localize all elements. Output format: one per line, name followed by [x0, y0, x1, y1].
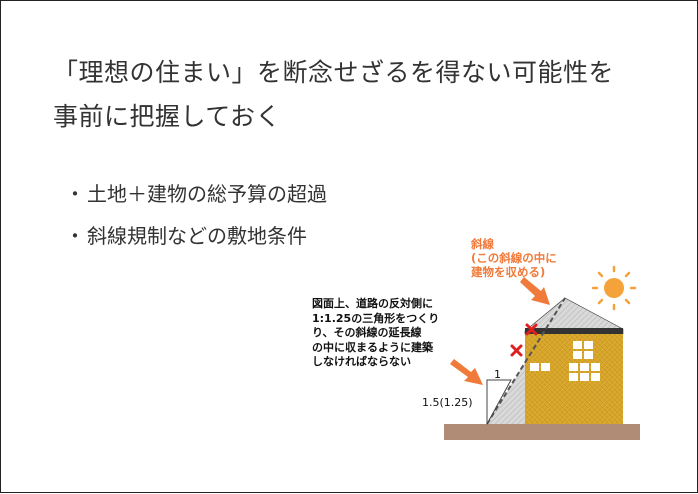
arrow-icon: [520, 277, 550, 305]
bullet-text: 斜線規制などの敷地条件: [87, 224, 307, 248]
note-line: しなければならない: [312, 355, 411, 368]
ratio-label: 1.5(1.25): [422, 396, 473, 409]
sun-icon: [591, 265, 637, 311]
ground: [444, 424, 640, 440]
oblique-label-line: (この斜線の中に: [471, 251, 557, 265]
oblique-label-line: 建物を収める): [471, 265, 546, 279]
windows: [530, 341, 600, 381]
note-line: 図面上、道路の反対側に: [312, 297, 433, 310]
bullet-item: ・斜線規制などの敷地条件: [65, 215, 327, 257]
bullet-marker: ・: [65, 224, 85, 248]
oblique-label-line: 斜線: [471, 237, 494, 251]
oblique-label: 斜線 (この斜線の中に 建物を収める): [471, 237, 557, 279]
note-line: り、その斜線の延長線: [312, 326, 422, 339]
bullet-list: ・土地＋建物の総予算の超過 ・斜線規制などの敷地条件: [65, 173, 327, 257]
arrow-icon: [450, 359, 483, 385]
x-mark-icon: [525, 323, 538, 336]
bullet-item: ・土地＋建物の総予算の超過: [65, 173, 327, 215]
bullet-text: 土地＋建物の総予算の超過: [87, 182, 327, 206]
note-line: 1:1.25の三角形をつくり: [312, 311, 440, 325]
x-mark-icon: [510, 344, 523, 357]
height-label: 1: [494, 368, 501, 381]
title-line-1: 「理想の住まい」を断念せざるを得ない可能性を: [53, 58, 615, 87]
roof-edge: [525, 328, 623, 334]
oblique-line: [486, 297, 566, 425]
title-line-2: 事前に把握しておく: [53, 102, 282, 131]
note-line: の中に収まるように建築: [312, 340, 433, 354]
slide-title: 「理想の住まい」を断念せざるを得ない可能性を 事前に把握しておく: [53, 51, 663, 139]
regulation-note: 図面上、道路の反対側に 1:1.25の三角形をつくり り、その斜線の延長線 の中…: [312, 297, 462, 370]
bullet-marker: ・: [65, 182, 85, 206]
